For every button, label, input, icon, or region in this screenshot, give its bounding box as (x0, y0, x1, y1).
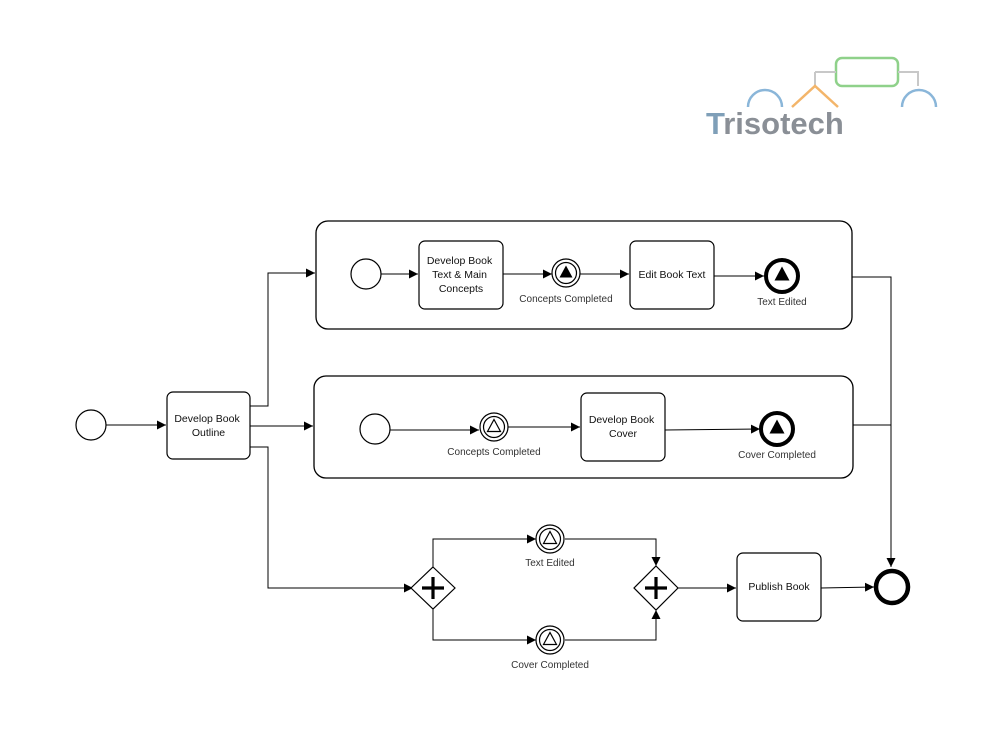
cover-completed-end-label: Cover Completed (738, 450, 816, 461)
task-publish-line-1: Publish Book (748, 581, 810, 593)
task-edit-book-text[interactable]: Edit Book Text (629, 240, 715, 310)
text-edited-catch-label: Text Edited (525, 558, 574, 569)
task-outline-line-2: Outline (192, 427, 225, 439)
task-cover-line-1: Develop Book (589, 414, 655, 426)
task-publish-book[interactable]: Publish Book (736, 552, 822, 622)
svg-text:Develop Book Cover: Develop Book Cover (589, 414, 657, 440)
svg-text:Develop Book Outline: Develop Book Outline (174, 413, 242, 439)
svg-text:Edit Book Text: Edit Book Text (639, 269, 706, 281)
task-develop-book-text[interactable]: Develop Book Text & Main Concepts (418, 240, 504, 310)
parallel-gateway-join-icon[interactable] (633, 565, 679, 611)
task-edit-line-1: Edit Book Text (639, 269, 706, 281)
sequence-flows (106, 268, 896, 645)
parallel-gateway-fork-icon[interactable] (410, 566, 456, 610)
sub2-start-event-icon[interactable] (359, 413, 391, 445)
concepts-completed-label: Concepts Completed (519, 294, 612, 305)
task-outline-line-1: Develop Book (174, 413, 240, 425)
cover-completed-catch-label: Cover Completed (511, 660, 589, 671)
signal-end-event-cover-icon[interactable] (759, 411, 795, 447)
signal-catch-text-edited-icon[interactable] (535, 524, 565, 554)
task-text-line-1: Develop Book (427, 255, 493, 267)
logo-text: Trisotech (706, 106, 844, 141)
task-text-line-3: Concepts (439, 283, 483, 295)
start-event-icon[interactable] (75, 409, 107, 441)
signal-throw-event-icon[interactable] (551, 258, 581, 288)
svg-text:Publish Book: Publish Book (748, 581, 810, 593)
end-event-icon[interactable] (873, 568, 911, 606)
task-cover-line-2: Cover (609, 428, 638, 440)
signal-catch-event-icon[interactable] (479, 412, 509, 442)
task-develop-book-outline[interactable]: Develop Book Outline (166, 391, 251, 460)
sub1-start-event-icon[interactable] (350, 258, 382, 290)
signal-catch-cover-completed-icon[interactable] (535, 625, 565, 655)
task-develop-book-cover[interactable]: Develop Book Cover (580, 392, 666, 462)
text-edited-end-label: Text Edited (757, 297, 806, 308)
signal-end-event-icon[interactable] (764, 258, 800, 294)
trisotech-logo: Trisotech (706, 56, 938, 141)
concepts-completed-catch-label: Concepts Completed (447, 447, 540, 458)
task-text-line-2: Text & Main (432, 269, 487, 281)
svg-text:Develop Book Text & Main: Develop Book Text & Main Concepts (427, 255, 495, 295)
